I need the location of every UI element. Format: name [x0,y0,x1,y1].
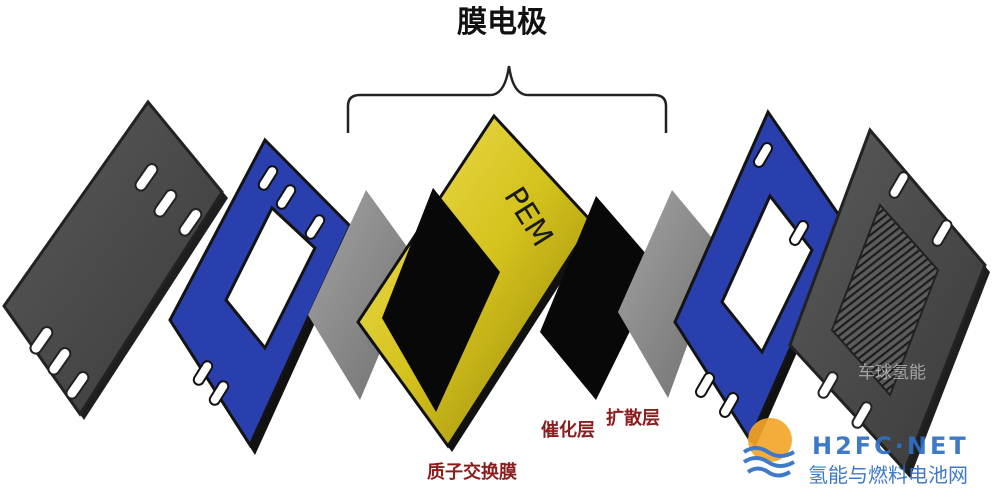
label-membrane: 质子交换膜 [427,461,517,483]
flow-field-channels [830,203,940,397]
left-gasket [168,137,355,455]
right-diffusion-layer [618,190,722,398]
watermark-logo-icon [742,418,795,478]
left-catalyst-front [382,188,500,412]
watermark-brand: H2FC·NET [812,432,969,460]
label-diffusion: 扩散层 [606,407,660,429]
left-diffusion-layer [308,190,418,400]
left-bipolar-plate [2,99,228,420]
watermark-site: 氢能与燃料电池网 [808,463,968,487]
right-bipolar-plate [788,127,990,478]
diagram-title: 膜电极 [457,5,547,40]
right-catalyst-layer [540,196,660,400]
watermark-faded: 车球氢能 [858,363,926,383]
label-catalyst: 催化层 [541,419,595,441]
right-gasket [673,108,850,448]
mea-bracket [346,65,668,133]
watermark: H2FC·NET 氢能与燃料电池网 车球氢能 [742,363,969,487]
